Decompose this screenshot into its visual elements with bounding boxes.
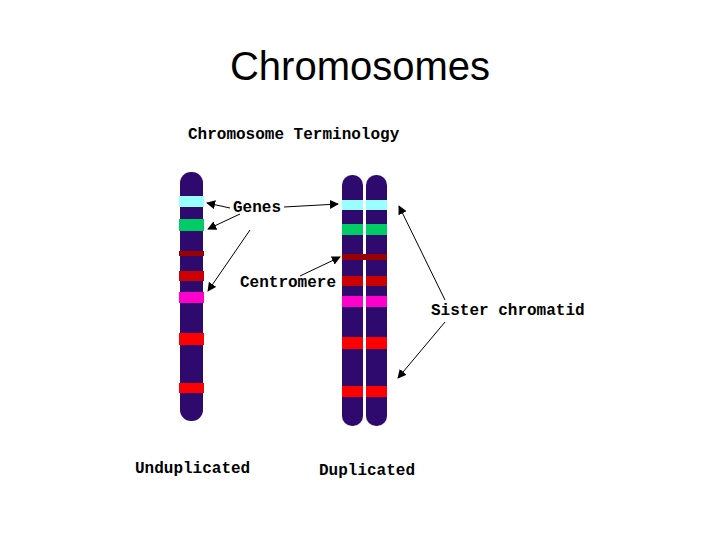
part-label: Genes [233, 199, 281, 217]
part-label: Sister chromatid [431, 302, 585, 320]
state-label: Duplicated [319, 462, 415, 480]
state-label: Unduplicated [135, 460, 250, 478]
unduplicated-chromosome [179, 172, 204, 421]
diagram-heading: Chromosome Terminology [188, 126, 399, 144]
leader-lines [207, 203, 445, 378]
duplicated-chromosome [342, 175, 387, 426]
slide-title: Chromosomes [0, 44, 720, 89]
part-label: Centromere [240, 274, 336, 292]
